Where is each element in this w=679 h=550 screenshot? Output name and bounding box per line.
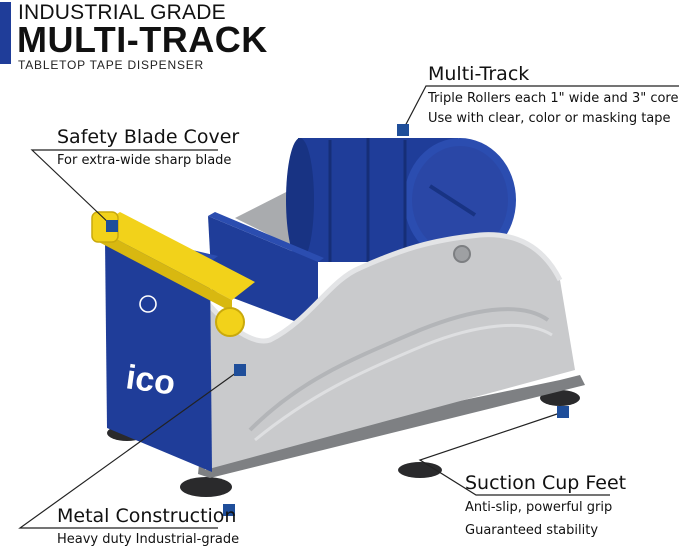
logo-ico: ico <box>124 358 178 402</box>
callout-multi-track-title: Multi-Track <box>428 63 530 85</box>
marker-safety-blade <box>106 220 118 232</box>
gray-body <box>205 234 575 470</box>
axle-cap <box>453 245 471 263</box>
brand-accent-bar <box>0 2 11 64</box>
blue-front-panel <box>105 240 212 472</box>
callout-multi-track-line1: Triple Rollers each 1" wide and 3" core <box>428 91 679 106</box>
callout-suction-feet-line1: Anti-slip, powerful grip <box>465 500 613 515</box>
base-plate <box>198 375 585 478</box>
blue-inner-wall <box>208 216 318 330</box>
callout-suction-feet-line2: Guaranteed stability <box>465 523 599 538</box>
callout-safety-blade-line1: For extra-wide sharp blade <box>57 153 232 168</box>
callout-safety-blade-title: Safety Blade Cover <box>57 126 240 148</box>
brand-badge-icon <box>139 295 157 313</box>
marker-multi-track <box>397 124 409 136</box>
callout-metal-construction-line1: Heavy duty Industrial-grade <box>57 532 240 547</box>
suction-foot-front-right <box>398 462 442 478</box>
marker-metal-construction <box>234 364 246 376</box>
leader-lines <box>18 85 679 529</box>
tape-rollers <box>286 138 516 262</box>
marker-suction-feet <box>557 406 569 418</box>
header-title: MULTI-TRACK <box>17 19 268 60</box>
callout-metal-construction-title: Metal Construction <box>57 505 237 527</box>
marker-metal-construction-lower <box>223 504 235 516</box>
header-subtitle: INDUSTRIAL GRADE <box>18 1 226 24</box>
suction-foot-back-right <box>540 390 580 406</box>
callout-multi-track-line2: Use with clear, color or masking tape <box>428 111 671 126</box>
header-tagline: TABLETOP TAPE DISPENSER <box>18 58 205 72</box>
suction-foot-front-left <box>180 477 232 497</box>
callout-suction-feet-title: Suction Cup Feet <box>465 472 627 494</box>
